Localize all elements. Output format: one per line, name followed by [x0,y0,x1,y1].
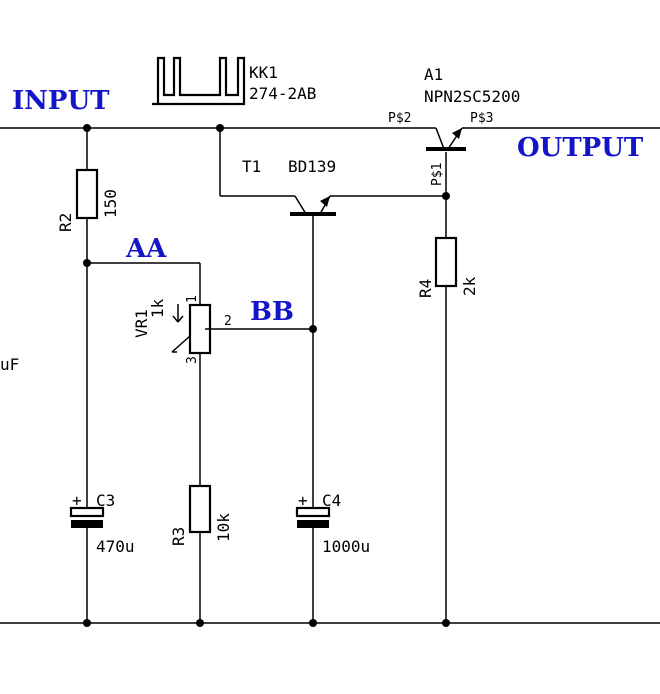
heatsink-kk1: KK1 274-2AB [152,56,316,106]
resistor-r2: R2 150 [56,168,120,232]
a1-pin-c: P$1 [430,163,445,186]
c3-ref: C3 [96,491,115,510]
c4-value: 1000u [322,537,370,556]
heatsink-value: 274-2AB [249,84,316,103]
heatsink-symbol [152,56,246,106]
net-labels: INPUT OUTPUT AA BB [12,86,644,327]
t1-collector-leg [294,195,307,215]
vr1-pin2: 2 [224,314,232,329]
a1-ref: A1 [424,65,443,84]
r2-body [75,168,99,220]
r4-value: 2k [460,276,479,296]
a1-pin-b: P$2 [388,111,411,126]
c3-negative-plate [71,520,103,528]
vr1-direction-mark [177,315,184,323]
junction-dot [442,192,450,200]
resistor-r4: R4 2k [416,236,479,298]
transistor-t1: T1 BD139 [242,157,336,216]
c4-positive-plate [295,506,331,518]
r3-ref: R3 [169,527,188,546]
offscreen-component-label: uF [0,355,19,374]
c3-plus: + [72,491,82,510]
r2-ref: R2 [56,213,75,232]
capacitor-c4: + C4 1000u [295,491,370,556]
r4-ref: R4 [416,279,435,298]
junction-dot [216,124,224,132]
c4-negative-plate [297,520,329,528]
wires [0,127,660,624]
c3-value: 470u [96,537,135,556]
t1-value: BD139 [288,157,336,176]
c4-ref: C4 [322,491,341,510]
vr1-direction-mark [172,315,179,323]
resistor-r3: R3 10k [169,484,233,546]
c3-positive-plate [69,506,105,518]
junction-dot [83,259,91,267]
r2-value: 150 [101,189,120,218]
vr1-value: 1k [148,298,167,318]
a1-emitter-arrow [452,128,462,139]
capacitor-c3: + C3 470u [69,491,135,556]
r3-value: 10k [214,513,233,542]
junctions [83,124,450,627]
a1-value: NPN2SC5200 [424,87,520,106]
t1-ref: T1 [242,157,261,176]
r3-body [188,484,212,534]
junction-dot [309,619,317,627]
a1-pin-e: P$3 [470,111,493,126]
t1-emitter-arrow [320,196,330,207]
transistor-a1: A1 NPN2SC5200 P$2 P$3 P$1 [388,65,520,186]
vr1-pin1: 1 [185,295,200,303]
potentiometer-vr1: VR1 1k 1 2 3 [132,295,232,364]
net-label-bb: BB [250,297,294,327]
junction-dot [309,325,317,333]
vr1-ref: VR1 [132,309,151,338]
r4-body [434,236,458,288]
heatsink-ref: KK1 [249,63,278,82]
vr1-pin3: 3 [185,356,200,364]
vr1-body [188,303,212,355]
vr1-adjust-arrow [171,335,191,353]
junction-dot [83,124,91,132]
junction-dot [83,619,91,627]
net-label-input: INPUT [12,86,110,116]
a1-collector-leg [435,127,445,150]
c4-plus: + [298,491,308,510]
net-label-output: OUTPUT [517,133,644,163]
junction-dot [442,619,450,627]
net-label-aa: AA [125,234,167,264]
junction-dot [196,619,204,627]
